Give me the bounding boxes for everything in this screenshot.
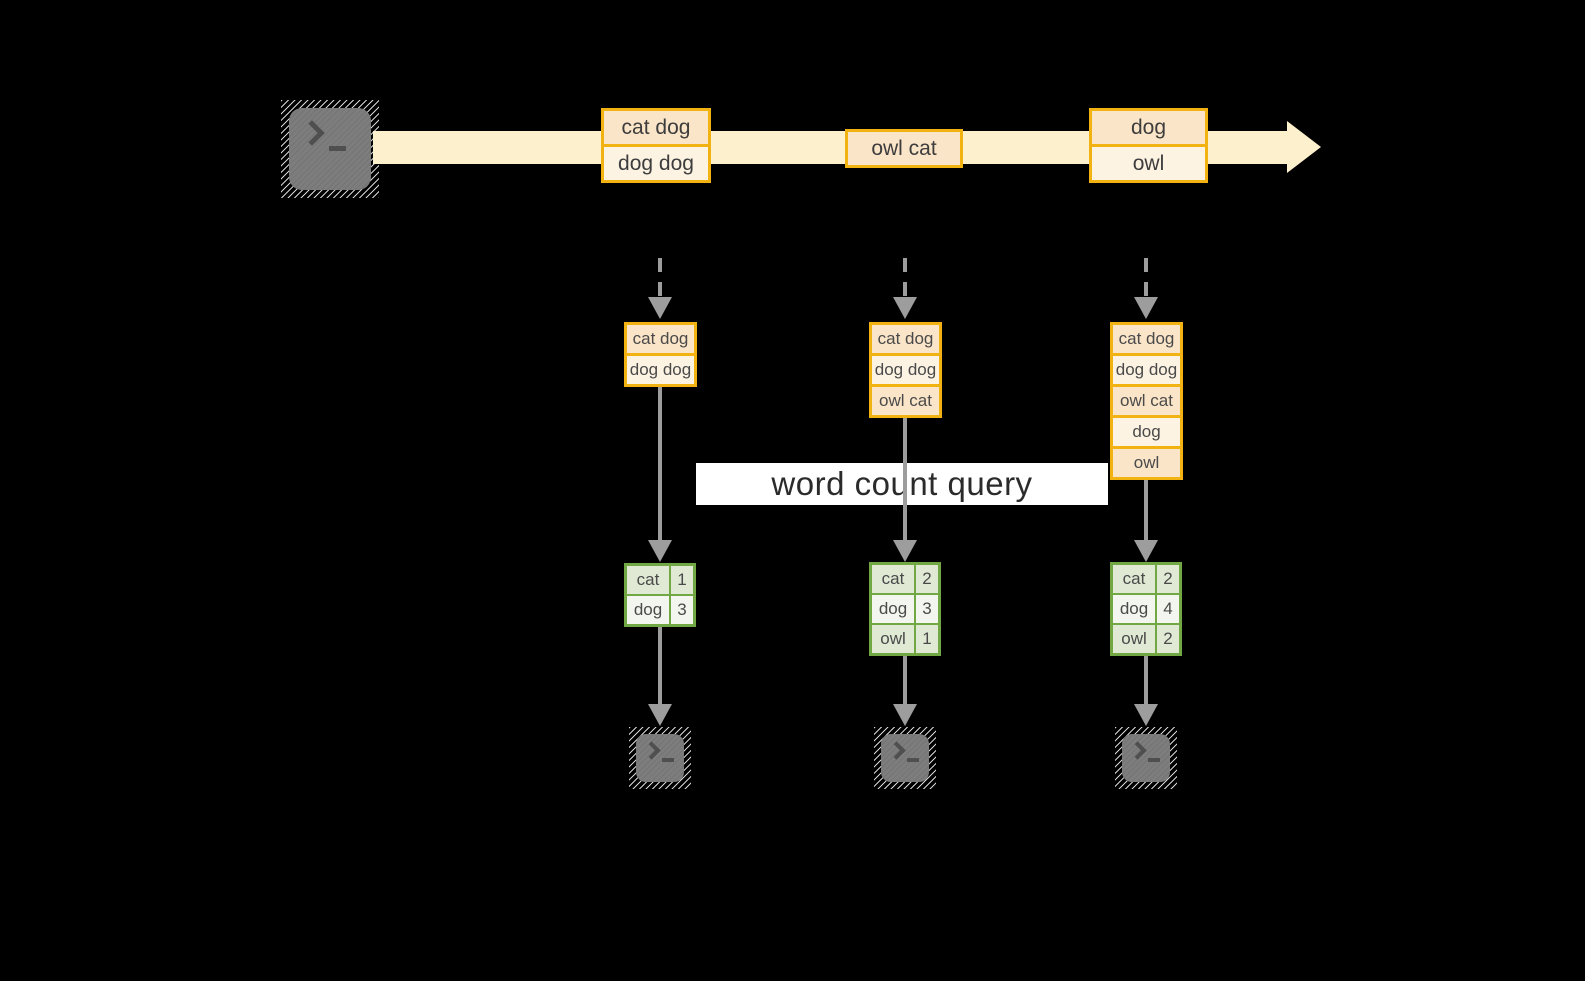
arrowhead-icon xyxy=(1134,704,1158,726)
result-count: 2 xyxy=(916,565,938,593)
trigger-arrow-line xyxy=(903,258,907,298)
input-state-stack-2: cat dog dog dog owl cat xyxy=(869,322,942,418)
stream-item: dog dog xyxy=(604,147,708,180)
sink-terminal-icon xyxy=(629,727,691,789)
result-table-2: cat 2 dog 3 owl 1 xyxy=(869,562,941,656)
state-item: dog xyxy=(1113,418,1180,446)
state-item: cat dog xyxy=(627,325,694,353)
query-arrow-line xyxy=(1144,478,1148,542)
terminal-screen xyxy=(881,734,929,782)
query-arrow-line xyxy=(658,385,662,542)
result-word: cat xyxy=(1113,565,1155,593)
result-word: dog xyxy=(872,595,914,623)
query-label-band: word count query xyxy=(696,463,1108,505)
state-item: owl xyxy=(1113,449,1180,477)
state-item: owl cat xyxy=(872,387,939,415)
result-word: cat xyxy=(872,565,914,593)
trigger-arrow-line xyxy=(658,258,662,298)
state-item: owl cat xyxy=(1113,387,1180,415)
result-count: 4 xyxy=(1157,595,1179,623)
arrowhead-icon xyxy=(648,297,672,319)
terminal-cursor-icon xyxy=(1148,758,1160,762)
result-count: 3 xyxy=(916,595,938,623)
result-count: 1 xyxy=(916,625,938,653)
arrowhead-icon xyxy=(1134,297,1158,319)
state-item: dog dog xyxy=(1113,356,1180,384)
sink-terminal-icon xyxy=(874,727,936,789)
arrowhead-icon xyxy=(648,540,672,562)
output-arrow-line xyxy=(658,626,662,705)
terminal-cursor-icon xyxy=(329,146,346,151)
result-count: 2 xyxy=(1157,625,1179,653)
output-arrow-line xyxy=(1144,655,1148,705)
stream-item: dog xyxy=(1092,111,1205,144)
state-item: dog dog xyxy=(627,356,694,384)
result-word: dog xyxy=(627,596,669,624)
arrowhead-icon xyxy=(893,704,917,726)
output-arrow-line xyxy=(903,655,907,705)
terminal-prompt-icon xyxy=(642,741,661,760)
arrowhead-icon xyxy=(648,704,672,726)
terminal-screen xyxy=(289,108,371,190)
terminal-screen xyxy=(1122,734,1170,782)
arrowhead-icon xyxy=(893,540,917,562)
input-state-stack-3: cat dog dog dog owl cat dog owl xyxy=(1110,322,1183,480)
result-word: dog xyxy=(1113,595,1155,623)
arrowhead-icon xyxy=(893,297,917,319)
result-word: owl xyxy=(872,625,914,653)
state-item: dog dog xyxy=(872,356,939,384)
input-state-stack-1: cat dog dog dog xyxy=(624,322,697,387)
result-table-1: cat 1 dog 3 xyxy=(624,563,696,627)
state-item: cat dog xyxy=(872,325,939,353)
terminal-cursor-icon xyxy=(662,758,674,762)
stream-batch-3: dog owl xyxy=(1089,108,1208,183)
stream-batch-1: cat dog dog dog xyxy=(601,108,711,183)
state-item: cat dog xyxy=(1113,325,1180,353)
terminal-prompt-icon xyxy=(1128,741,1147,760)
trigger-arrow-line xyxy=(1144,258,1148,298)
result-count: 3 xyxy=(671,596,693,624)
result-count: 2 xyxy=(1157,565,1179,593)
stream-batch-2: owl cat xyxy=(845,129,963,168)
sink-terminal-icon xyxy=(1115,727,1177,789)
stream-item: cat dog xyxy=(604,111,708,144)
terminal-prompt-icon xyxy=(299,120,325,146)
source-terminal-icon xyxy=(281,100,379,198)
stream-timeline-arrowhead-icon xyxy=(1287,121,1321,173)
stream-item: owl cat xyxy=(848,132,960,165)
result-table-3: cat 2 dog 4 owl 2 xyxy=(1110,562,1182,656)
terminal-screen xyxy=(636,734,684,782)
terminal-prompt-icon xyxy=(887,741,906,760)
result-word: cat xyxy=(627,566,669,594)
result-word: owl xyxy=(1113,625,1155,653)
arrowhead-icon xyxy=(1134,540,1158,562)
query-label: word count query xyxy=(771,465,1033,502)
stream-item: owl xyxy=(1092,147,1205,180)
query-arrow-line xyxy=(903,416,907,542)
terminal-cursor-icon xyxy=(907,758,919,762)
result-count: 1 xyxy=(671,566,693,594)
